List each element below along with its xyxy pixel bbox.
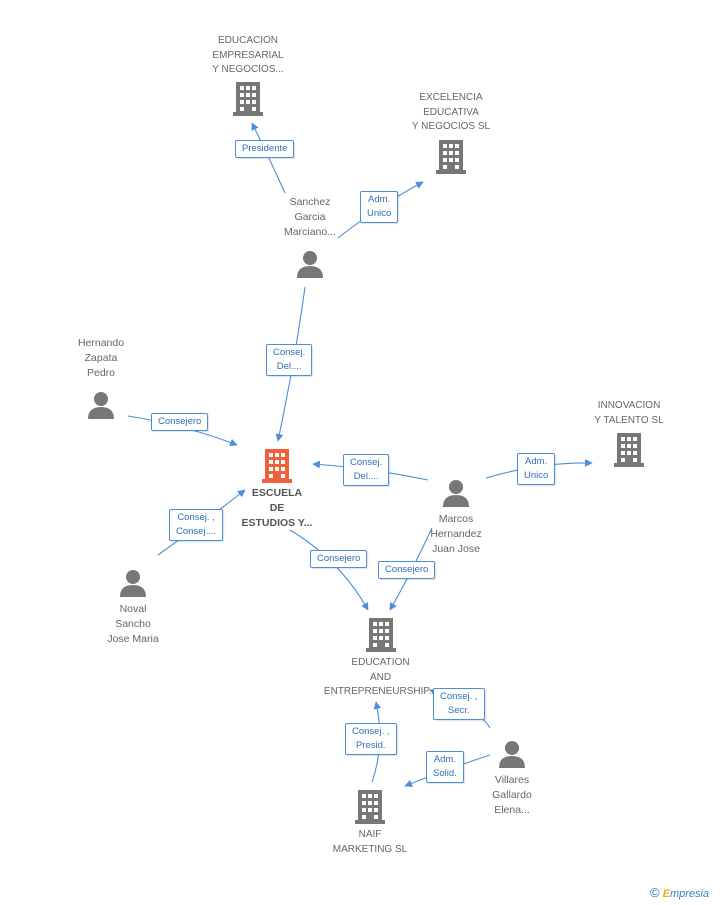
relation-badge-consejero[interactable]: Consejero xyxy=(310,550,368,568)
company-label: EDUCACION EMPRESARIAL Y NEGOCIOS... xyxy=(212,35,284,75)
person-icon xyxy=(120,570,146,597)
company-excelencia-educativa[interactable]: EXCELENCIA EDUCATIVA Y NEGOCIOS SL xyxy=(403,91,499,174)
building-icon xyxy=(233,81,263,116)
building-icon xyxy=(436,139,466,174)
person-icon xyxy=(499,741,525,768)
copyright-icon: © xyxy=(650,885,660,900)
brand-logo: Empresia xyxy=(662,888,710,900)
relation-badge-adm-unico[interactable]: Adm. Unico xyxy=(360,191,399,223)
company-escuela-estudios[interactable]: ESCUELA DE ESTUDIOS Y... xyxy=(233,449,321,531)
person-icon xyxy=(297,251,323,278)
person-label: Sanchez Garcia Marciano... xyxy=(284,196,336,238)
company-educacion-empresarial[interactable]: EDUCACION EMPRESARIAL Y NEGOCIOS... xyxy=(203,34,293,116)
relation-badge-consej-consej[interactable]: Consej. , Consej.... xyxy=(169,509,224,541)
person-marcos-hernandez[interactable]: Marcos Hernandez Juan Jose xyxy=(418,479,494,557)
company-label: NAIF MARKETING SL xyxy=(332,829,408,855)
relation-badge-consej-del[interactable]: Consej. Del.... xyxy=(343,454,390,486)
person-icon xyxy=(88,392,114,419)
person-noval-sancho[interactable]: Noval Sancho Jose Maria xyxy=(93,569,173,647)
relation-badge-adm-solid[interactable]: Adm. Solid. xyxy=(426,751,464,783)
relation-badge-presidente[interactable]: Presidente xyxy=(235,140,295,158)
building-icon xyxy=(614,433,644,467)
company-innovacion-talento[interactable]: INNOVACION Y TALENTO SL xyxy=(583,399,675,467)
copyright-footer[interactable]: © Empresia xyxy=(650,885,709,900)
relation-badge-consej-presid[interactable]: Consej. , Presid. xyxy=(345,723,397,755)
company-label: INNOVACION Y TALENTO SL xyxy=(594,400,664,426)
building-icon-highlighted xyxy=(262,449,292,483)
relation-badge-consej-del[interactable]: Consej. Del.... xyxy=(266,344,313,376)
company-label: EDUCATION AND ENTREPRENEURSHIP... xyxy=(323,657,438,697)
relation-badge-consejero[interactable]: Consejero xyxy=(151,413,209,431)
person-label: Marcos Hernandez Juan Jose xyxy=(430,513,482,555)
person-villares-gallardo[interactable]: Villares Gallardo Elena... xyxy=(474,740,550,818)
company-naif-marketing[interactable]: NAIF MARKETING SL xyxy=(325,790,415,857)
building-icon xyxy=(365,618,396,652)
person-label: Villares Gallardo Elena... xyxy=(492,774,532,816)
relation-badge-consej-secr[interactable]: Consej. , Secr. xyxy=(433,688,485,720)
company-education-entrepreneurship[interactable]: EDUCATION AND ENTREPRENEURSHIP... xyxy=(323,618,438,700)
building-icon xyxy=(355,790,385,824)
person-sanchez-garcia[interactable]: Sanchez Garcia Marciano... xyxy=(270,195,350,278)
person-label: Noval Sancho Jose Maria xyxy=(107,603,159,645)
edge-escuela-to-education xyxy=(289,529,369,611)
relation-badge-adm-unico[interactable]: Adm. Unico xyxy=(517,453,556,485)
company-label: EXCELENCIA EDUCATIVA Y NEGOCIOS SL xyxy=(411,92,491,132)
person-icon xyxy=(443,480,469,507)
edge-sanchez-to-educacion xyxy=(251,122,286,194)
person-label: Hernando Zapata Pedro xyxy=(77,337,125,379)
person-hernando-zapata[interactable]: Hernando Zapata Pedro xyxy=(63,336,139,419)
relation-badge-consejero[interactable]: Consejero xyxy=(378,561,436,579)
main-company-label: ESCUELA DE ESTUDIOS Y... xyxy=(241,487,313,529)
